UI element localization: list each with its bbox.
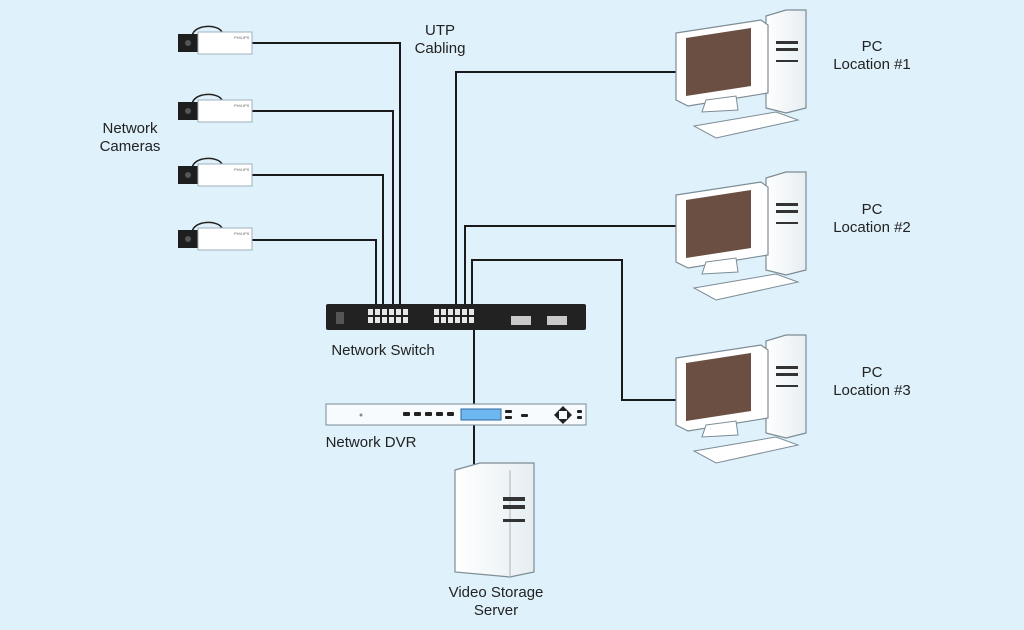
- utp-cables: [252, 42, 678, 470]
- video-storage-server: [454, 462, 535, 578]
- cable-camera-3: [252, 174, 384, 305]
- switch-port: [396, 309, 401, 315]
- cable-pc-1: [455, 71, 678, 305]
- switch-port: [375, 309, 380, 315]
- switch-port: [462, 309, 467, 315]
- switch-port: [382, 309, 387, 315]
- cable-camera-2: [252, 110, 394, 305]
- switch-port: [375, 317, 380, 323]
- switch-port: [403, 309, 408, 315]
- switch-port: [382, 317, 387, 323]
- video-storage-server-label: Video Storage Server: [448, 584, 544, 619]
- switch-port: [389, 309, 394, 315]
- camera-brand: PHILIPS: [234, 103, 250, 108]
- camera-brand: PHILIPS: [234, 231, 250, 236]
- cable-camera-4: [252, 239, 377, 305]
- network-camera: PHILIPS: [178, 25, 253, 55]
- network-switch: [326, 304, 586, 330]
- switch-port: [434, 309, 439, 315]
- network-camera: PHILIPS: [178, 93, 253, 123]
- switch-port: [455, 317, 460, 323]
- switch-port: [441, 317, 446, 323]
- switch-port: [462, 317, 467, 323]
- cable-pc-3: [471, 259, 678, 401]
- pc-location-3-label: PC Location #3: [833, 364, 911, 399]
- pc-2: [675, 171, 807, 301]
- network-switch-label: Network Switch: [331, 342, 435, 359]
- switch-port: [396, 317, 401, 323]
- cable-pc-2: [464, 225, 678, 305]
- switch-port: [368, 309, 373, 315]
- pc-location-1-label: PC Location #1: [833, 38, 911, 73]
- switch-port: [403, 317, 408, 323]
- switch-port: [441, 309, 446, 315]
- camera-brand: PHILIPS: [234, 35, 250, 40]
- network-camera: PHILIPS: [178, 221, 253, 251]
- switch-port: [448, 309, 453, 315]
- utp-cabling-label: UTP Cabling: [414, 22, 466, 57]
- network-camera: PHILIPS: [178, 157, 253, 187]
- switch-port: [469, 309, 474, 315]
- camera-brand: PHILIPS: [234, 167, 250, 172]
- network-dvr-label: Network DVR: [325, 434, 417, 451]
- switch-port: [389, 317, 394, 323]
- cable-camera-1: [252, 42, 401, 305]
- switch-port: [455, 309, 460, 315]
- pc-1: [675, 9, 807, 139]
- switch-port: [469, 317, 474, 323]
- pc-3: [675, 334, 807, 464]
- pc-location-2-label: PC Location #2: [833, 201, 911, 236]
- switch-port: [368, 317, 373, 323]
- switch-port: [434, 317, 439, 323]
- dvr-display: [460, 408, 502, 421]
- network-dvr: [325, 403, 587, 426]
- switch-port: [448, 317, 453, 323]
- network-cameras-label: Network Cameras: [99, 120, 161, 155]
